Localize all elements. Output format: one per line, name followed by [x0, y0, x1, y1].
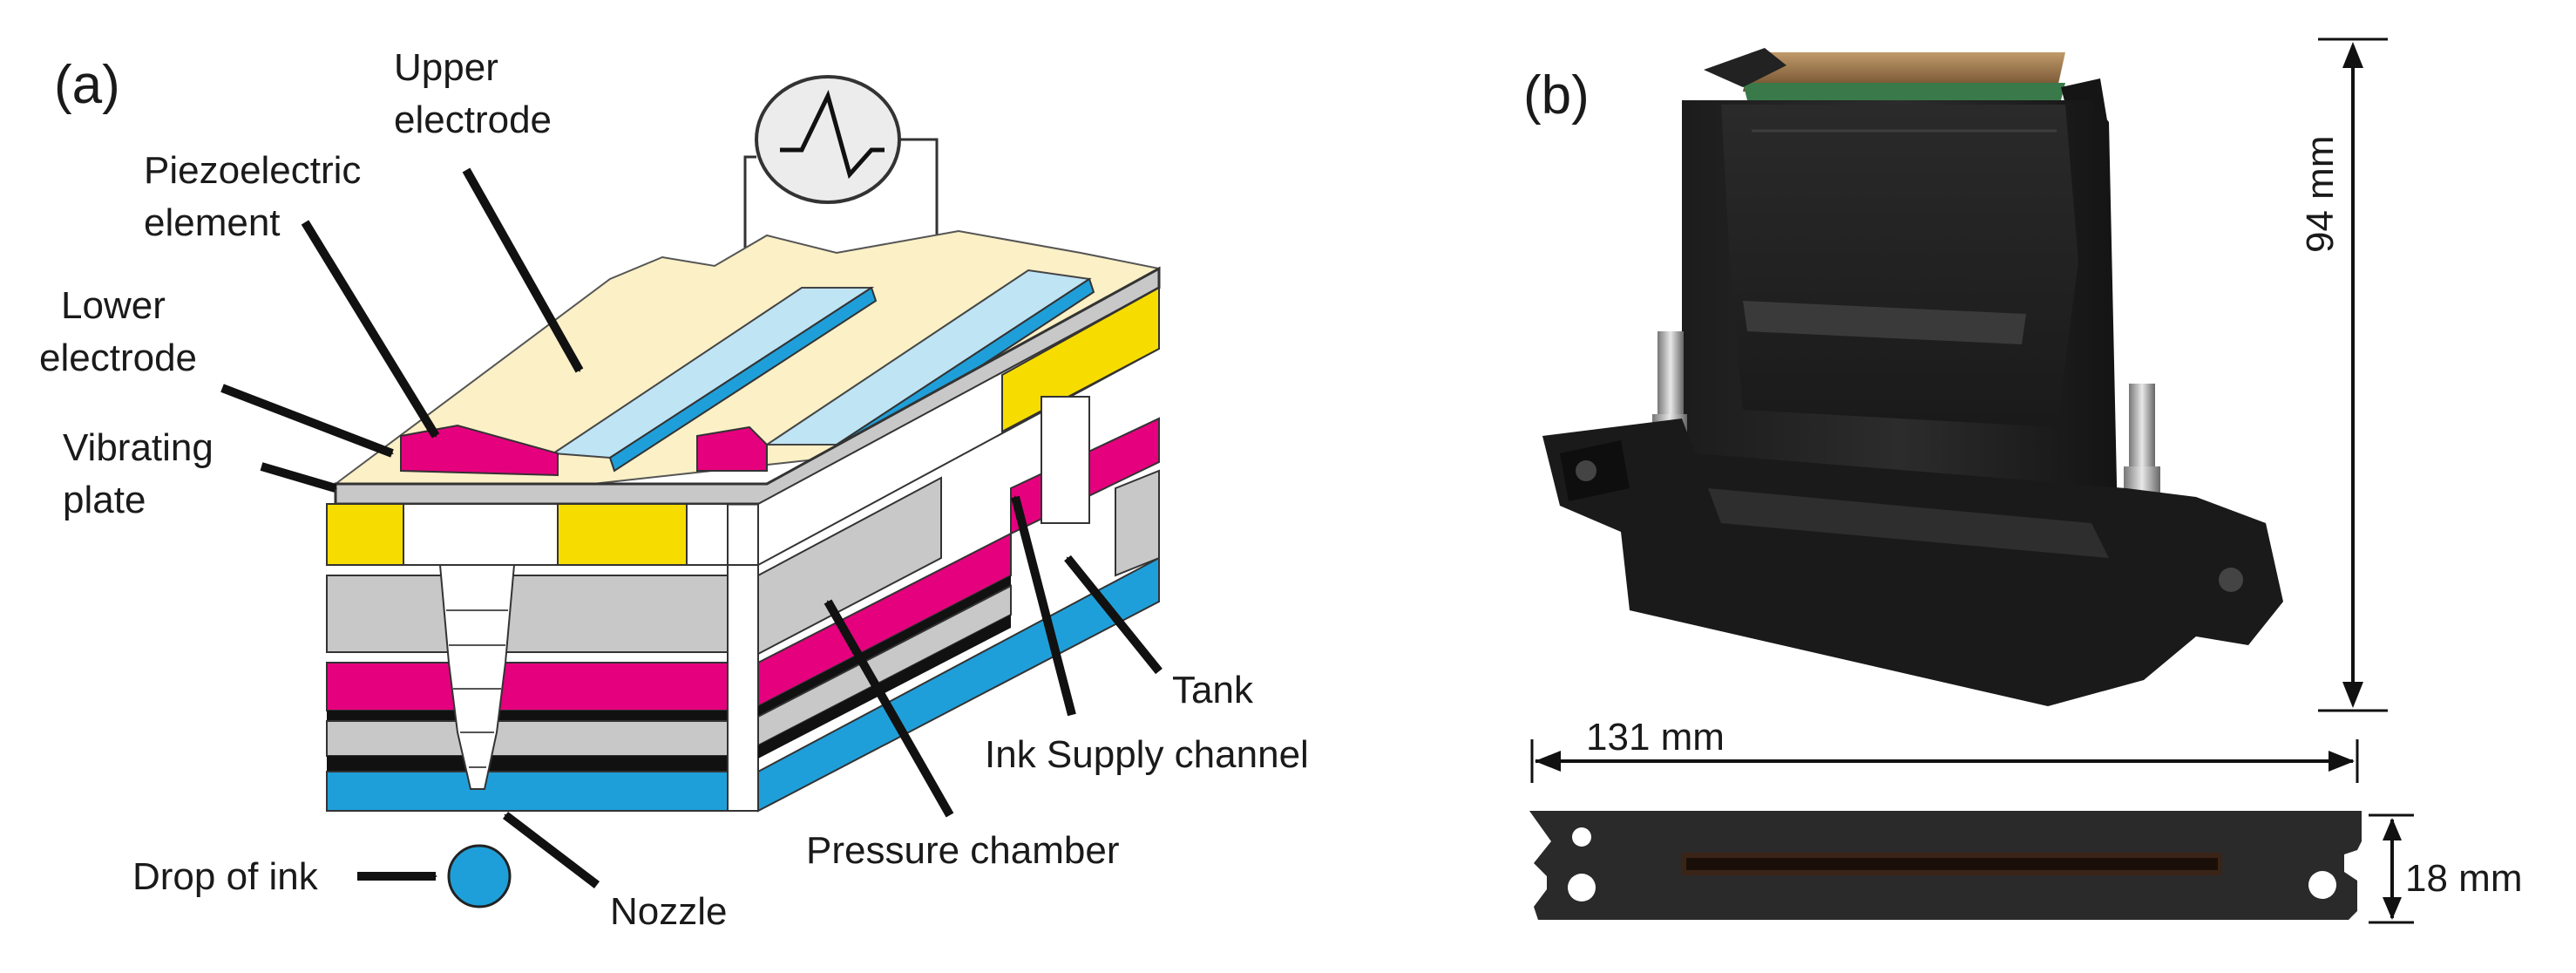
- width-dimension: 131 mm: [1530, 716, 2359, 783]
- label-upper-electrode-line1: Upper: [394, 46, 498, 89]
- label-drop-of-ink: Drop of ink: [132, 855, 319, 898]
- printhead-bottom-view: [1529, 811, 2362, 920]
- height-dimension: 94 mm: [2299, 37, 2388, 712]
- label-lower-electrode-line1: Lower: [61, 284, 166, 327]
- depth-dimension: 18 mm: [2369, 813, 2522, 924]
- panel-b-label: (b): [1523, 65, 1590, 126]
- label-depth-dim: 18 mm: [2405, 857, 2522, 900]
- label-piezo-line1: Piezoelectric: [144, 149, 361, 192]
- label-vibrating-plate-line1: Vibrating: [63, 426, 214, 469]
- ink-drop: [447, 844, 512, 908]
- label-width-dim: 131 mm: [1586, 716, 1725, 759]
- label-piezo-line2: element: [144, 201, 281, 244]
- side-layers: [757, 286, 1160, 813]
- label-height-dim: 94 mm: [2299, 136, 2342, 253]
- printhead-image: [1542, 48, 2283, 706]
- piezo-element-2: [696, 425, 768, 472]
- label-pressure-chamber: Pressure chamber: [806, 829, 1119, 872]
- label-nozzle: Nozzle: [610, 890, 728, 933]
- label-tank: Tank: [1172, 669, 1254, 711]
- label-lower-electrode-line2: electrode: [39, 337, 197, 379]
- label-ink-supply-channel: Ink Supply channel: [985, 733, 1309, 776]
- panel-a: (a): [39, 46, 1309, 933]
- panel-b: (b): [1523, 37, 2522, 924]
- panel-a-label: (a): [54, 55, 120, 115]
- label-upper-electrode-line2: electrode: [394, 99, 552, 141]
- label-vibrating-plate-line2: plate: [63, 479, 146, 521]
- front-layers: [326, 503, 759, 812]
- piezo-element-1: [400, 424, 559, 477]
- leader-arrows: [220, 167, 1163, 888]
- waveform-symbol: [743, 75, 939, 281]
